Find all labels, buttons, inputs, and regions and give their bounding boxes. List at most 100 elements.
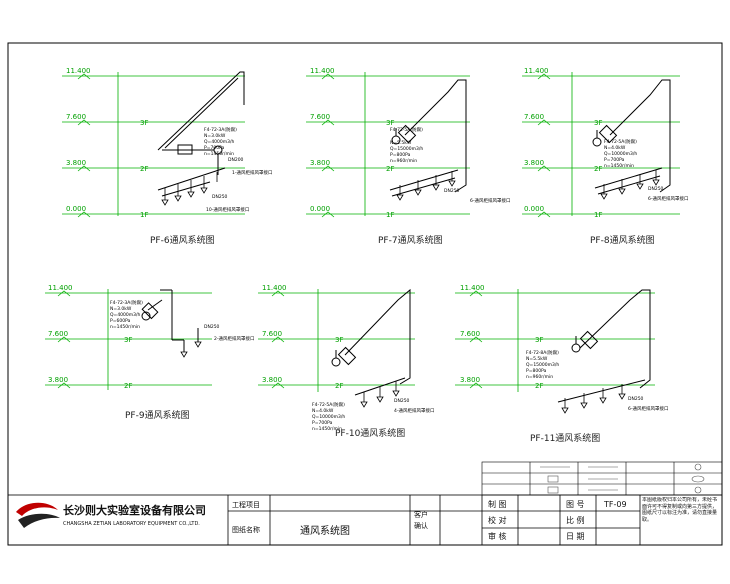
drawing-name-label: 图纸名称	[232, 525, 260, 534]
drawing-name: 通风系统图	[300, 524, 350, 537]
level-0000: 0.000	[66, 205, 86, 213]
pf9-fan-model: F4-72-3A(防腐)	[110, 299, 143, 306]
copyright-notice-text: 本图纸版权归本公司所有，未经书面许可不得复制或向第三方提供，图纸尺寸以标注为准，…	[642, 497, 718, 523]
level-11400: 11.400	[524, 67, 549, 75]
scale-label: 比 例	[566, 515, 585, 525]
level-3800: 3.800	[310, 159, 330, 167]
pf8-dn1: DN250	[648, 186, 664, 192]
pf7-spec-1: Q=15000m3/h	[390, 146, 423, 152]
legend-symbols	[540, 463, 705, 494]
floor-2f: 2F	[594, 165, 602, 173]
pf10-spec-1: Q=10000m3/h	[312, 414, 345, 420]
drawn-label: 制 图	[488, 499, 507, 509]
check-label: 校 对	[488, 515, 507, 525]
floor-2f: 2F	[140, 165, 148, 173]
floor-2f: 2F	[124, 382, 132, 390]
company-name-en: CHANGSHA ZETIAN LABORATORY EQUIPMENT CO.…	[63, 521, 200, 527]
company-name-cn: 长沙则大实验室设备有限公司	[63, 503, 206, 517]
floor-2f: 2F	[386, 165, 394, 173]
pf7-spec-3: n=960r/min	[390, 158, 417, 164]
diagram-pf8: 11.400 7.600 3.800 0.000 3F 2F 1F F4-72-…	[522, 67, 689, 246]
pf8-spec-0: N=4.0kW	[604, 145, 626, 151]
level-11400: 11.400	[66, 67, 91, 75]
pf11-spec-1: Q=15000m3/h	[526, 362, 559, 368]
floor-2f: 2F	[335, 382, 343, 390]
pf11-spec-2: P=800Pa	[526, 368, 547, 374]
floor-3f: 3F	[594, 119, 602, 127]
legend-grid	[481, 461, 723, 496]
level-11400: 11.400	[262, 284, 287, 292]
floor-1f: 1F	[594, 211, 602, 219]
pf8-spec-1: Q=10000m3/h	[604, 151, 637, 157]
level-3800: 3.800	[66, 159, 86, 167]
level-3800: 3.800	[262, 376, 282, 384]
level-7600: 7.600	[48, 330, 68, 338]
pf6-note1: 1-通风柜排风罩接口	[232, 169, 273, 176]
pf6-caption: PF-6通风系统图	[150, 234, 215, 246]
level-7600: 7.600	[310, 113, 330, 121]
pf9-spec-3: n=1450r/min	[110, 324, 140, 330]
pf10-spec-0: N=4.0kW	[312, 408, 334, 414]
pf10-spec-2: P=700Pa	[312, 420, 333, 426]
level-7600: 7.600	[262, 330, 282, 338]
pf7-spec-2: P=800Pa	[390, 152, 411, 158]
copyright-notice: 本图纸版权归本公司所有，未经书面许可不得复制或向第三方提供，图纸尺寸以标注为准，…	[642, 497, 718, 523]
pf6-spec-2: P=700Pa	[204, 145, 225, 151]
pf10-dn1: DN250	[394, 398, 410, 404]
floor-1f: 1F	[140, 211, 148, 219]
level-11400: 11.400	[460, 284, 485, 292]
pf9-spec-2: P=600Pa	[110, 318, 131, 324]
pf7-dn1: DN250	[444, 188, 460, 194]
pf10-caption: PF-10通风系统图	[335, 427, 405, 439]
pf6-fan-model: F4-72-3A(防腐)	[204, 126, 237, 133]
title-block: 长沙则大实验室设备有限公司 CHANGSHA ZETIAN LABORATORY…	[7, 461, 723, 546]
level-7600: 7.600	[66, 113, 86, 121]
pf11-dn1: DN250	[628, 396, 644, 402]
floor-3f: 3F	[140, 119, 148, 127]
pf7-note1: 6-通风柜排风罩接口	[470, 197, 511, 204]
pf9-note1: 2-通风柜排风罩接口	[214, 335, 255, 342]
pf6-dn2: DN250	[212, 194, 228, 200]
pf9-spec-1: Q=4000m3/h	[110, 312, 141, 318]
pf6-note2: 10-通风柜排风罩接口	[206, 206, 249, 213]
pf7-caption: PF-7通风系统图	[378, 234, 443, 246]
pf8-spec-3: n=1450r/min	[604, 163, 634, 169]
drawing-no-label: 图 号	[566, 500, 585, 509]
diagram-pf11: 11.400 7.600 3.800 3F 2F F4-72-8A(防腐) N=…	[455, 284, 669, 444]
floor-3f: 3F	[535, 336, 543, 344]
level-3800: 3.800	[524, 159, 544, 167]
pf11-caption: PF-11通风系统图	[530, 432, 600, 444]
diagram-pf6: 11.400 7.600 3.800 0.000 3F 2F 1F	[62, 67, 273, 246]
date-label: 日 期	[566, 532, 585, 541]
level-11400: 11.400	[48, 284, 73, 292]
drawing-no: TF-09	[603, 500, 627, 509]
level-7600: 7.600	[460, 330, 480, 338]
diagram-pf9: 11.400 7.600 3.800 3F 2F F4-72-3A(防腐) N=…	[45, 284, 255, 421]
pf11-spec-0: N=5.5kW	[526, 356, 548, 362]
pf6-spec-3: n=1450r/min	[204, 151, 234, 157]
pf8-spec-2: P=700Pa	[604, 157, 625, 163]
pf11-note1: 6-通风柜排风罩接口	[628, 405, 669, 412]
floor-2f: 2F	[535, 382, 543, 390]
pf9-spec-0: N=3.0kW	[110, 306, 132, 312]
diagram-pf10: 11.400 7.600 3.800 3F 2F F4-72-5A(防腐) N=…	[258, 284, 435, 439]
pf11-spec-3: n=960r/min	[526, 374, 553, 380]
floor-1f: 1F	[386, 211, 394, 219]
company-logo	[16, 502, 60, 528]
pf6-dn1: DN200	[228, 157, 244, 163]
pf10-spec-3: n=1450r/min	[312, 426, 342, 432]
level-0000: 0.000	[524, 205, 544, 213]
confirm-label: 确认	[414, 521, 428, 530]
floor-3f: 3F	[386, 119, 394, 127]
pf11-fan-model: F4-72-8A(防腐)	[526, 349, 559, 356]
pf10-note1: 4-通风柜排风罩接口	[394, 407, 435, 414]
diagram-pf7: 11.400 7.600 3.800 0.000 3F 2F 1F F4-72-…	[306, 67, 511, 246]
pf7-spec-0: N=5.5kW	[390, 140, 412, 146]
level-7600: 7.600	[524, 113, 544, 121]
level-0000: 0.000	[310, 205, 330, 213]
pf8-note1: 6-通风柜排风罩接口	[648, 195, 689, 202]
level-3800: 3.800	[460, 376, 480, 384]
floor-3f: 3F	[335, 336, 343, 344]
client-label: 客户	[414, 510, 428, 519]
